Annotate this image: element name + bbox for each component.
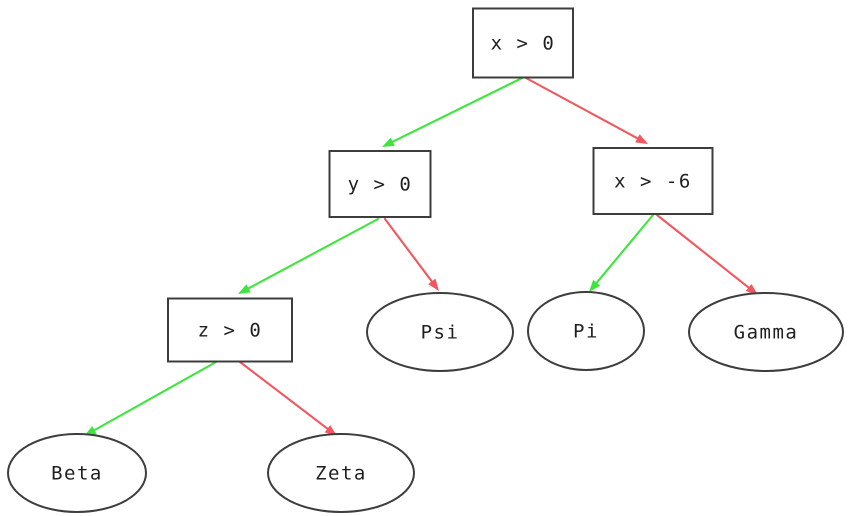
leaf-node-ellipse[interactable] [527, 291, 645, 371]
edge-line [595, 213, 655, 284]
decision-node-box[interactable] [472, 7, 574, 79]
edge-line [93, 360, 218, 432]
edge-line [524, 76, 639, 140]
edge-arrowhead [238, 284, 251, 294]
node-beta[interactable]: Beta [7, 433, 147, 513]
edge-line [391, 76, 524, 143]
decision-node-box[interactable] [592, 147, 714, 215]
node-pi[interactable]: Pi [527, 291, 645, 371]
node-root[interactable]: x > 0 [472, 7, 574, 79]
node-psi[interactable]: Psi [366, 292, 514, 372]
edge-arrowhead [635, 134, 648, 144]
node-label: Pi [573, 321, 599, 343]
edge-true [589, 213, 655, 292]
edge-line [238, 360, 329, 430]
leaf-node-ellipse[interactable] [688, 292, 844, 372]
edge-arrowhead [745, 283, 758, 295]
edge-arrowhead [382, 137, 395, 147]
node-label: Beta [51, 463, 103, 485]
edge-true [84, 360, 218, 436]
node-label: Psi [421, 322, 460, 344]
edge-false [655, 213, 758, 295]
node-n_x6[interactable]: x > -6 [592, 147, 714, 215]
node-label: y > 0 [348, 174, 413, 196]
node-label: x > -6 [614, 171, 692, 193]
edge-true [238, 217, 380, 294]
edge-true [382, 76, 524, 147]
node-label: z > 0 [198, 320, 263, 342]
edge-line [247, 217, 380, 290]
edges-layer [84, 76, 758, 436]
leaf-node-ellipse[interactable] [267, 433, 415, 513]
decision-node-box[interactable] [167, 297, 293, 363]
edge-false [383, 217, 439, 291]
edge-line [655, 213, 750, 289]
decision-node-box[interactable] [328, 150, 432, 218]
node-label: x > 0 [491, 33, 556, 55]
edge-arrowhead [428, 278, 439, 291]
edge-false [524, 76, 648, 144]
node-label: Zeta [315, 463, 367, 485]
node-n_z[interactable]: z > 0 [167, 297, 293, 363]
leaf-node-ellipse[interactable] [366, 292, 514, 372]
edge-line [383, 217, 433, 283]
edge-arrowhead [589, 279, 601, 292]
node-label: Gamma [734, 322, 799, 344]
leaf-node-ellipse[interactable] [7, 433, 147, 513]
node-gamma[interactable]: Gamma [688, 292, 844, 372]
node-zeta[interactable]: Zeta [267, 433, 415, 513]
edge-false [238, 360, 337, 436]
node-n_y[interactable]: y > 0 [328, 150, 432, 218]
